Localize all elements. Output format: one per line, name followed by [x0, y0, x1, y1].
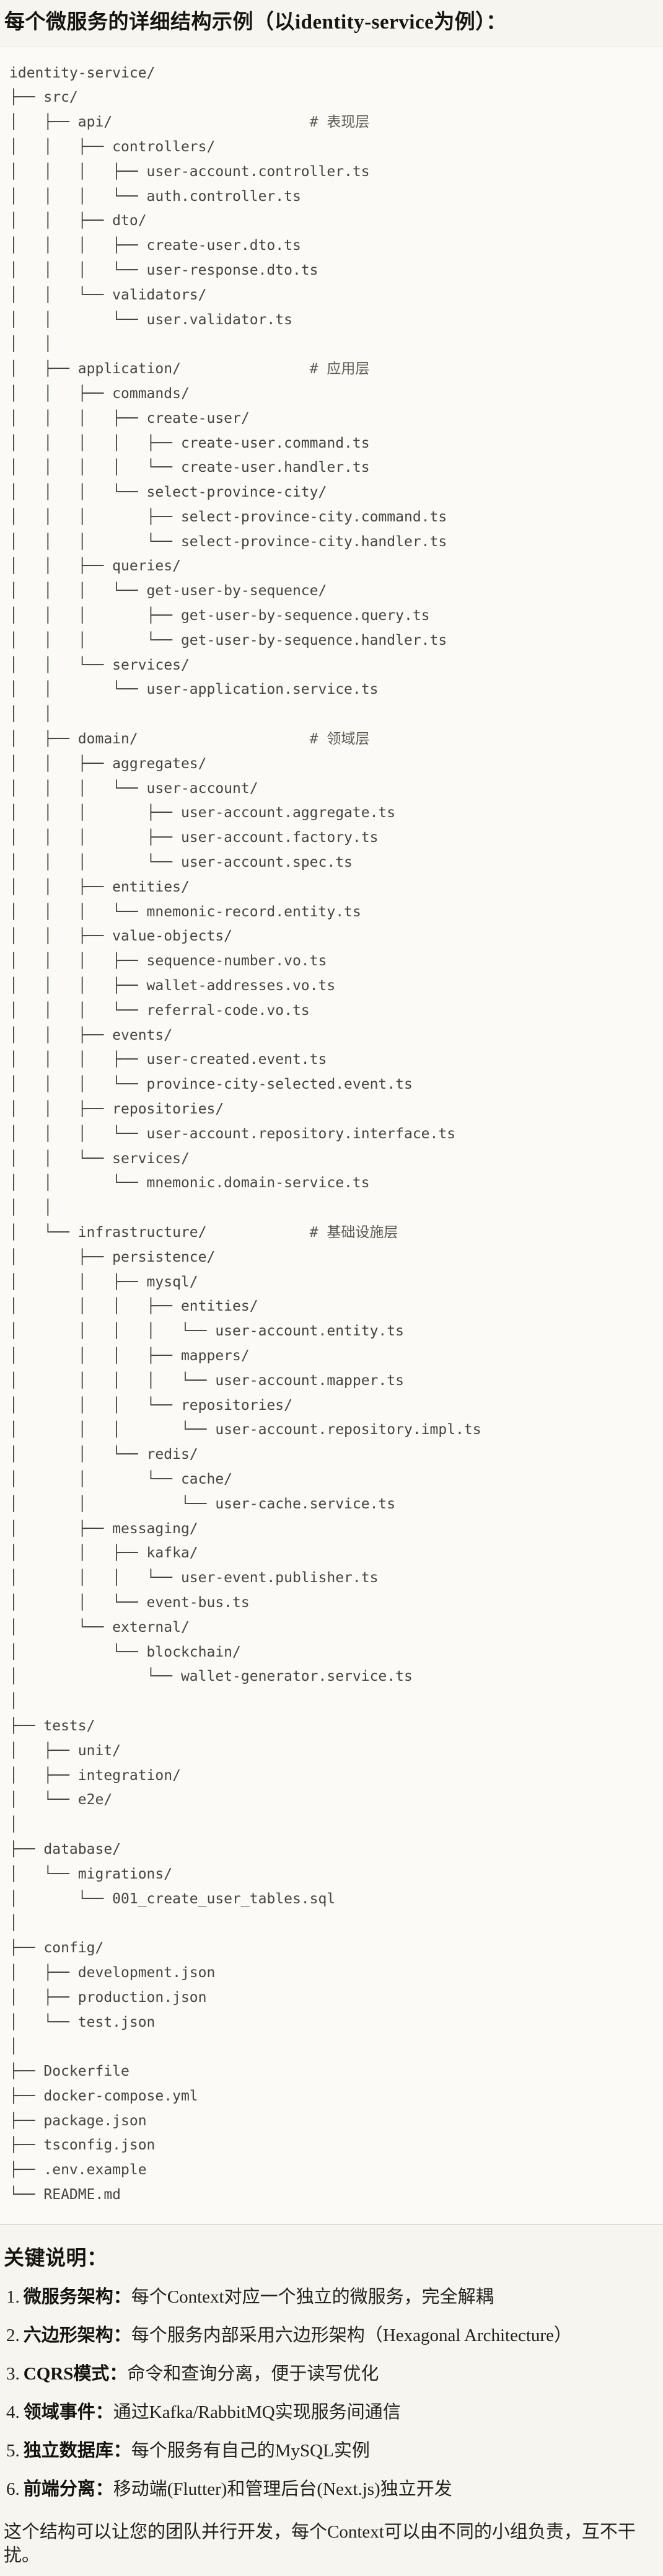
- note-item-label: 六边形架构：: [23, 2326, 131, 2346]
- note-item-number: 4.: [6, 2402, 20, 2423]
- note-item-desc: 每个服务有自己的MySQL实例: [131, 2441, 370, 2461]
- directory-tree: identity-service/ ├── src/ │ ├── api/ # …: [9, 64, 481, 2203]
- page-title: 每个微服务的详细结构示例（以identity-service为例）：: [4, 11, 507, 33]
- note-item: 4.领域事件：通过Kafka/RabbitMQ实现服务间通信: [6, 2401, 657, 2423]
- note-item: 3.CQRS模式：命令和查询分离，便于读写优化: [6, 2363, 657, 2385]
- note-item: 2.六边形架构：每个服务内部采用六边形架构（Hexagonal Architec…: [6, 2324, 657, 2347]
- note-item-number: 5.: [6, 2441, 20, 2461]
- note-item-label: 领域事件：: [23, 2402, 113, 2423]
- page: 每个微服务的详细结构示例（以identity-service为例）： ident…: [0, 9, 663, 2576]
- tree-comment: # 领域层: [309, 731, 370, 748]
- note-item-label: CQRS模式：: [23, 2364, 128, 2384]
- note-item: 5.独立数据库：每个服务有自己的MySQL实例: [6, 2440, 657, 2462]
- note-item-desc: 命令和查询分离，便于读写优化: [127, 2364, 379, 2384]
- note-item-label: 前端分离：: [23, 2479, 113, 2500]
- tree-comment: # 表现层: [309, 114, 370, 131]
- note-item-desc: 移动端(Flutter)和管理后台(Next.js)独立开发: [113, 2479, 452, 2500]
- tree-comment: # 应用层: [309, 361, 370, 378]
- code-block: identity-service/ ├── src/ │ ├── api/ # …: [0, 45, 663, 2225]
- notes-list: 1.微服务架构：每个Context对应一个独立的微服务，完全解耦 2.六边形架构：…: [4, 2286, 657, 2500]
- note-item-number: 6.: [6, 2479, 20, 2500]
- note-item-desc: 通过Kafka/RabbitMQ实现服务间通信: [113, 2402, 401, 2423]
- note-item-number: 1.: [6, 2287, 20, 2308]
- note-item-number: 2.: [6, 2326, 20, 2346]
- footer-note: 这个结构可以让您的团队并行开发，每个Context可以由不同的小组负责，互不干扰…: [4, 2522, 636, 2566]
- notes-section: 关键说明： 1.微服务架构：每个Context对应一个独立的微服务，完全解耦 2.…: [4, 2245, 657, 2568]
- note-item-desc: 每个Context对应一个独立的微服务，完全解耦: [131, 2287, 494, 2308]
- note-item-label: 微服务架构：: [23, 2287, 131, 2308]
- tree-comment: # 基础设施层: [309, 1224, 398, 1241]
- notes-heading: 关键说明：: [4, 2247, 108, 2270]
- note-item: 6.前端分离：移动端(Flutter)和管理后台(Next.js)独立开发: [6, 2478, 657, 2500]
- note-item: 1.微服务架构：每个Context对应一个独立的微服务，完全解耦: [6, 2286, 657, 2308]
- note-item-label: 独立数据库：: [23, 2441, 131, 2461]
- note-item-desc: 每个服务内部采用六边形架构（Hexagonal Architecture）: [131, 2326, 572, 2346]
- note-item-number: 3.: [6, 2364, 20, 2384]
